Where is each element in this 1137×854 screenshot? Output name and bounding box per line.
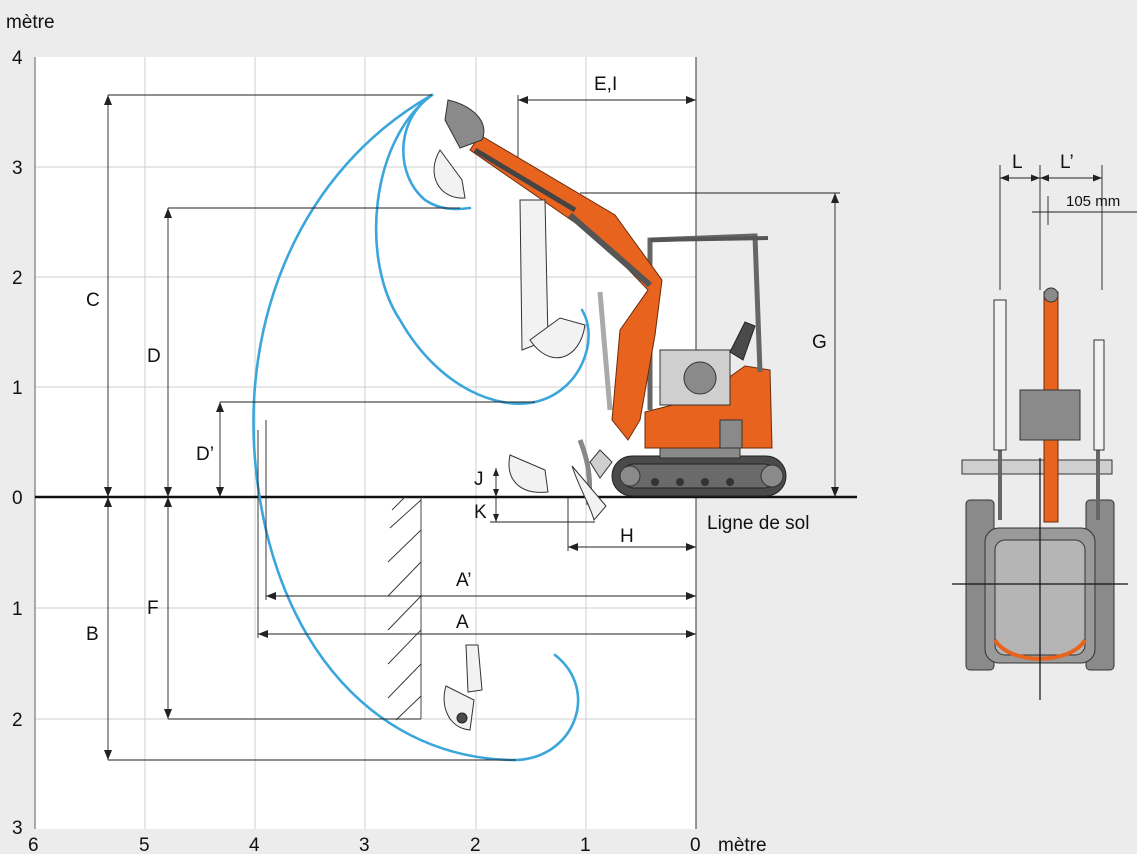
y-tick-minus2: 2 <box>12 710 23 731</box>
dim-label-h: H <box>620 526 634 547</box>
y-tick-minus1: 1 <box>12 599 23 620</box>
x-unit-label: mètre <box>718 835 767 854</box>
ground-label: Ligne de sol <box>707 513 809 534</box>
dim-label-b: B <box>86 624 99 645</box>
front-dim-label-offset: 105 mm <box>1066 193 1120 210</box>
reach-envelope <box>252 93 590 762</box>
x-tick-1: 1 <box>580 835 591 854</box>
x-tick-6: 6 <box>28 835 39 854</box>
dim-horizontals <box>257 95 696 638</box>
front-dim-label-l: L <box>1012 152 1023 173</box>
dim-label-d: D <box>147 346 161 367</box>
trench-wall-hatch <box>387 496 422 721</box>
y-unit-label: mètre <box>6 12 55 33</box>
dim-verticals <box>104 94 840 761</box>
reach-curve-top-loop <box>402 93 472 211</box>
y-tick-0: 0 <box>12 488 23 509</box>
dim-label-k: K <box>474 502 487 523</box>
dim-label-f: F <box>147 598 159 619</box>
y-tick-2: 2 <box>12 268 23 289</box>
dim-label-d-prime: D’ <box>196 444 214 465</box>
excavator-front-view <box>952 165 1137 700</box>
dim-label-g: G <box>812 332 827 353</box>
dim-label-j: J <box>474 469 484 490</box>
x-tick-3: 3 <box>359 835 370 854</box>
excavator-bucket-trench <box>443 644 483 731</box>
y-tick-4: 4 <box>12 48 23 69</box>
front-dim-label-l-prime: L’ <box>1060 152 1074 173</box>
excavator-side-view <box>433 99 787 522</box>
x-tick-4: 4 <box>249 835 260 854</box>
y-tick-1: 1 <box>12 378 23 399</box>
dim-label-a-prime: A’ <box>456 570 471 591</box>
x-tick-5: 5 <box>139 835 150 854</box>
dim-label-e-i: E,I <box>594 74 617 95</box>
x-tick-2: 2 <box>470 835 481 854</box>
reach-curve-inner <box>374 93 590 405</box>
x-tick-0: 0 <box>690 835 701 854</box>
y-tick-minus3: 3 <box>12 818 23 839</box>
dim-label-a: A <box>456 612 469 633</box>
reach-curve-outer <box>252 93 580 762</box>
dim-label-c: C <box>86 290 100 311</box>
y-tick-3: 3 <box>12 158 23 179</box>
